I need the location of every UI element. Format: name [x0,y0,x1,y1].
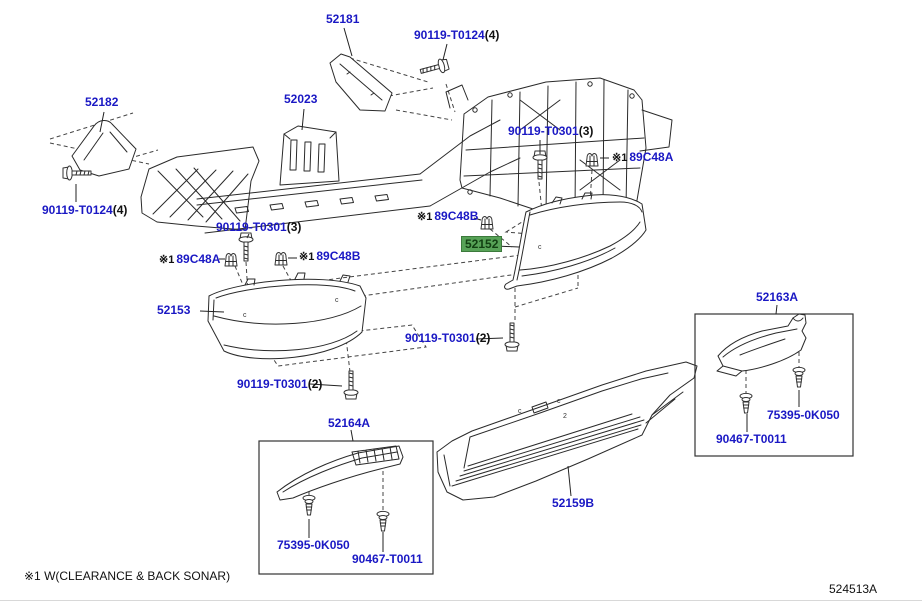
part-number[interactable]: 52164A [328,416,371,430]
part-number[interactable]: 52023 [284,92,318,106]
part-number[interactable]: 90119-T0124 [414,28,485,42]
diagram-code: 524513A [829,582,878,596]
part-number-highlighted[interactable]: 52152 [461,236,503,252]
part-label-90467-left[interactable]: 90467-T0011 [352,552,423,566]
clip-position-mark: c [538,244,542,251]
part-number[interactable]: 52153 [157,303,191,317]
part-label-90119-t0301-3-left[interactable]: 90119-T0301(3) [216,220,301,234]
bolt-90119-t0124-top-icon [418,56,451,79]
bolt-90119-t0301-2-left-icon [343,370,359,400]
part-number[interactable]: 90467-T0011 [352,552,423,566]
part-number[interactable]: 75395-0K050 [767,408,840,422]
part-number[interactable]: 90119-T0301 [237,377,308,391]
part-label-52152-selected[interactable]: 52152 [461,236,503,252]
part-label-90467-right[interactable]: 90467-T0011 [716,432,787,446]
part-label-90119-t0301-3-right[interactable]: 90119-T0301(3) [508,124,593,138]
part-number[interactable]: 89C48A [629,150,674,164]
part-number[interactable]: 90119-T0301 [216,220,287,234]
panel-position-mark: c [518,408,522,415]
clip-89c48b-left-icon [274,252,288,266]
clip-89c48b-center-icon [480,216,494,230]
leader-lines [75,27,800,552]
panel-position-mark: 2 [563,413,567,420]
part-number[interactable]: 90119-T0301 [508,124,579,138]
part-label-52023[interactable]: 52023 [284,92,317,106]
inset-box-52164a [258,440,434,575]
quantity: (3) [578,124,594,138]
bolt-90119-t0301-left-icon [238,232,254,262]
footnote-ref: ※1 [612,152,628,164]
part-label-90119-t0301-2-left[interactable]: 90119-T0301(2) [237,377,322,391]
part-number[interactable]: 89C48B [434,209,479,223]
step-panel-52159b-drawing [436,361,698,501]
part-number[interactable]: 52181 [326,12,360,26]
clip-89c48a-left-icon [224,253,238,267]
pin-75395-left-icon [302,494,316,516]
quantity: (2) [307,377,323,391]
part-label-75395-right[interactable]: 75395-0K050 [767,408,840,422]
part-number[interactable]: 90467-T0011 [716,432,787,446]
part-number[interactable]: 52163A [756,290,799,304]
inset-box-52163a [694,313,854,457]
part-number[interactable]: 90119-T0301 [405,331,476,345]
part-label-90119-t0301-2-center[interactable]: 90119-T0301(2) [405,331,490,345]
part-number[interactable]: 89C48A [176,252,221,266]
part-number[interactable]: 90119-T0124 [42,203,113,217]
trim-52163a-drawing [716,313,807,377]
part-number[interactable]: 52182 [85,95,119,109]
pin-90467-right-icon [739,392,753,414]
bolt-90119-t0301-right-icon [532,150,548,180]
quantity: (4) [484,28,500,42]
bumper-end-52152-drawing [504,192,647,290]
pin-75395-right-icon [792,366,806,388]
pin-90467-left-icon [376,510,390,532]
part-label-90119-t0124-top[interactable]: 90119-T0124(4) [414,28,499,42]
clip-position-mark: c [335,297,339,304]
footnote-ref: ※1 [299,251,315,263]
part-number[interactable]: 89C48B [316,249,361,263]
part-number[interactable]: 52159B [552,496,595,510]
part-label-52182[interactable]: 52182 [85,95,118,109]
part-label-75395-left[interactable]: 75395-0K050 [277,538,350,552]
part-label-52153[interactable]: 52153 [157,303,190,317]
bolt-90119-t0301-2-center-icon [504,322,520,352]
quantity: (2) [475,331,491,345]
assembly-dashed-lines [49,57,800,511]
footnote-ref: ※1 [417,211,433,223]
part-number[interactable]: 75395-0K050 [277,538,350,552]
part-label-52164a[interactable]: 52164A [328,416,370,430]
panel-position-mark: c [557,398,561,405]
footnote-clearance-back-sonar: ※1 W(CLEARANCE & BACK SONAR) [24,569,231,583]
bumper-end-52153-drawing [207,272,367,360]
bracket-52181-drawing [329,53,393,112]
part-label-52181[interactable]: 52181 [326,12,359,26]
part-label-52159b[interactable]: 52159B [552,496,594,510]
part-label-52163a[interactable]: 52163A [756,290,798,304]
footnote-ref: ※1 [159,254,175,266]
quantity: (4) [112,203,128,217]
part-label-90119-t0124-left[interactable]: 90119-T0124(4) [42,203,127,217]
clip-position-mark: c [243,312,247,319]
quantity: (3) [286,220,302,234]
trim-52164a-drawing [276,445,404,501]
bracket-52182-drawing [71,120,137,177]
floor-crossmember-assembly-drawing [140,77,673,234]
clip-89c48a-right-icon [585,153,599,167]
